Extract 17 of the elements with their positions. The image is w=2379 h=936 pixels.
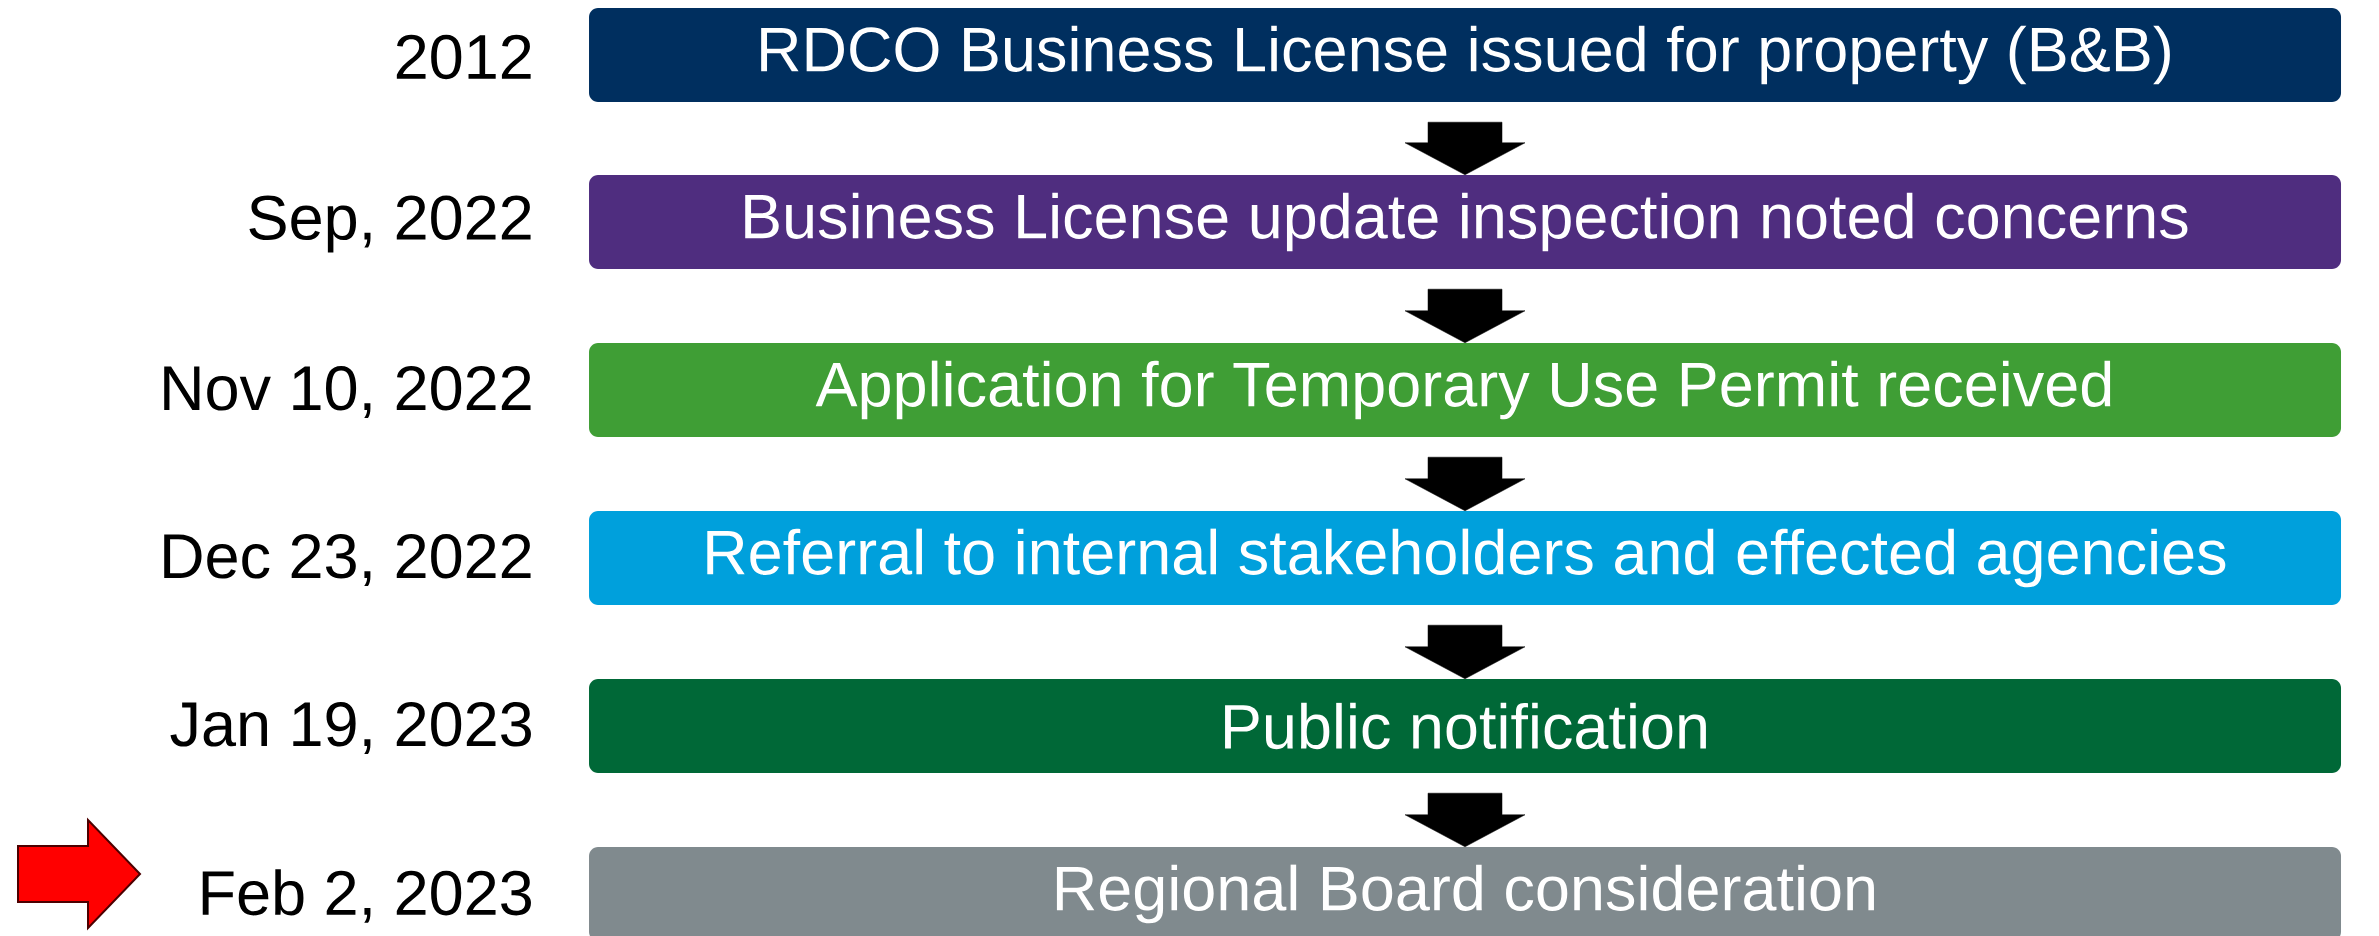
date-label: Sep, 2022 bbox=[249, 195, 531, 253]
block-arrow bbox=[1404, 288, 1526, 344]
step-box: RDCO Business License issued for property (B&B) bbox=[589, 8, 2341, 102]
step-box: Application for Temporary Use Permit received bbox=[589, 343, 2341, 437]
date-label: Dec 23, 2022 bbox=[164, 533, 531, 586]
block-arrow bbox=[1404, 121, 1526, 176]
block-arrow bbox=[1404, 624, 1526, 680]
date-label: 2012 bbox=[396, 34, 531, 80]
block-arrow bbox=[1404, 456, 1526, 512]
step-box: Public notification bbox=[589, 679, 2341, 773]
step-box: Regional Board consideration bbox=[589, 847, 2341, 936]
step-box: Referral to internal stakeholders and effected agencies bbox=[589, 511, 2341, 605]
date-label: Jan 19, 2023 bbox=[170, 701, 531, 754]
date-label: Nov 10, 2022 bbox=[164, 365, 531, 418]
step-box: Business License update inspection noted concerns bbox=[589, 175, 2341, 269]
date-label: Feb 2, 2023 bbox=[202, 869, 531, 923]
block-arrow bbox=[1404, 792, 1526, 848]
